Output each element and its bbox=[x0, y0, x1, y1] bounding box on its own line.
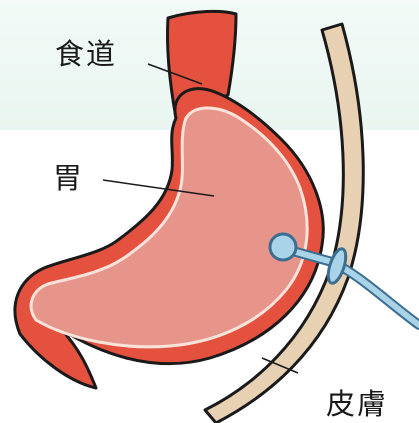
esophagus-label: 食道 bbox=[55, 40, 117, 69]
stomach-label: 胃 bbox=[53, 164, 84, 193]
stomach-cavity bbox=[31, 108, 307, 347]
skin-label: 皮膚 bbox=[326, 390, 388, 419]
internal-bumper bbox=[270, 234, 296, 260]
